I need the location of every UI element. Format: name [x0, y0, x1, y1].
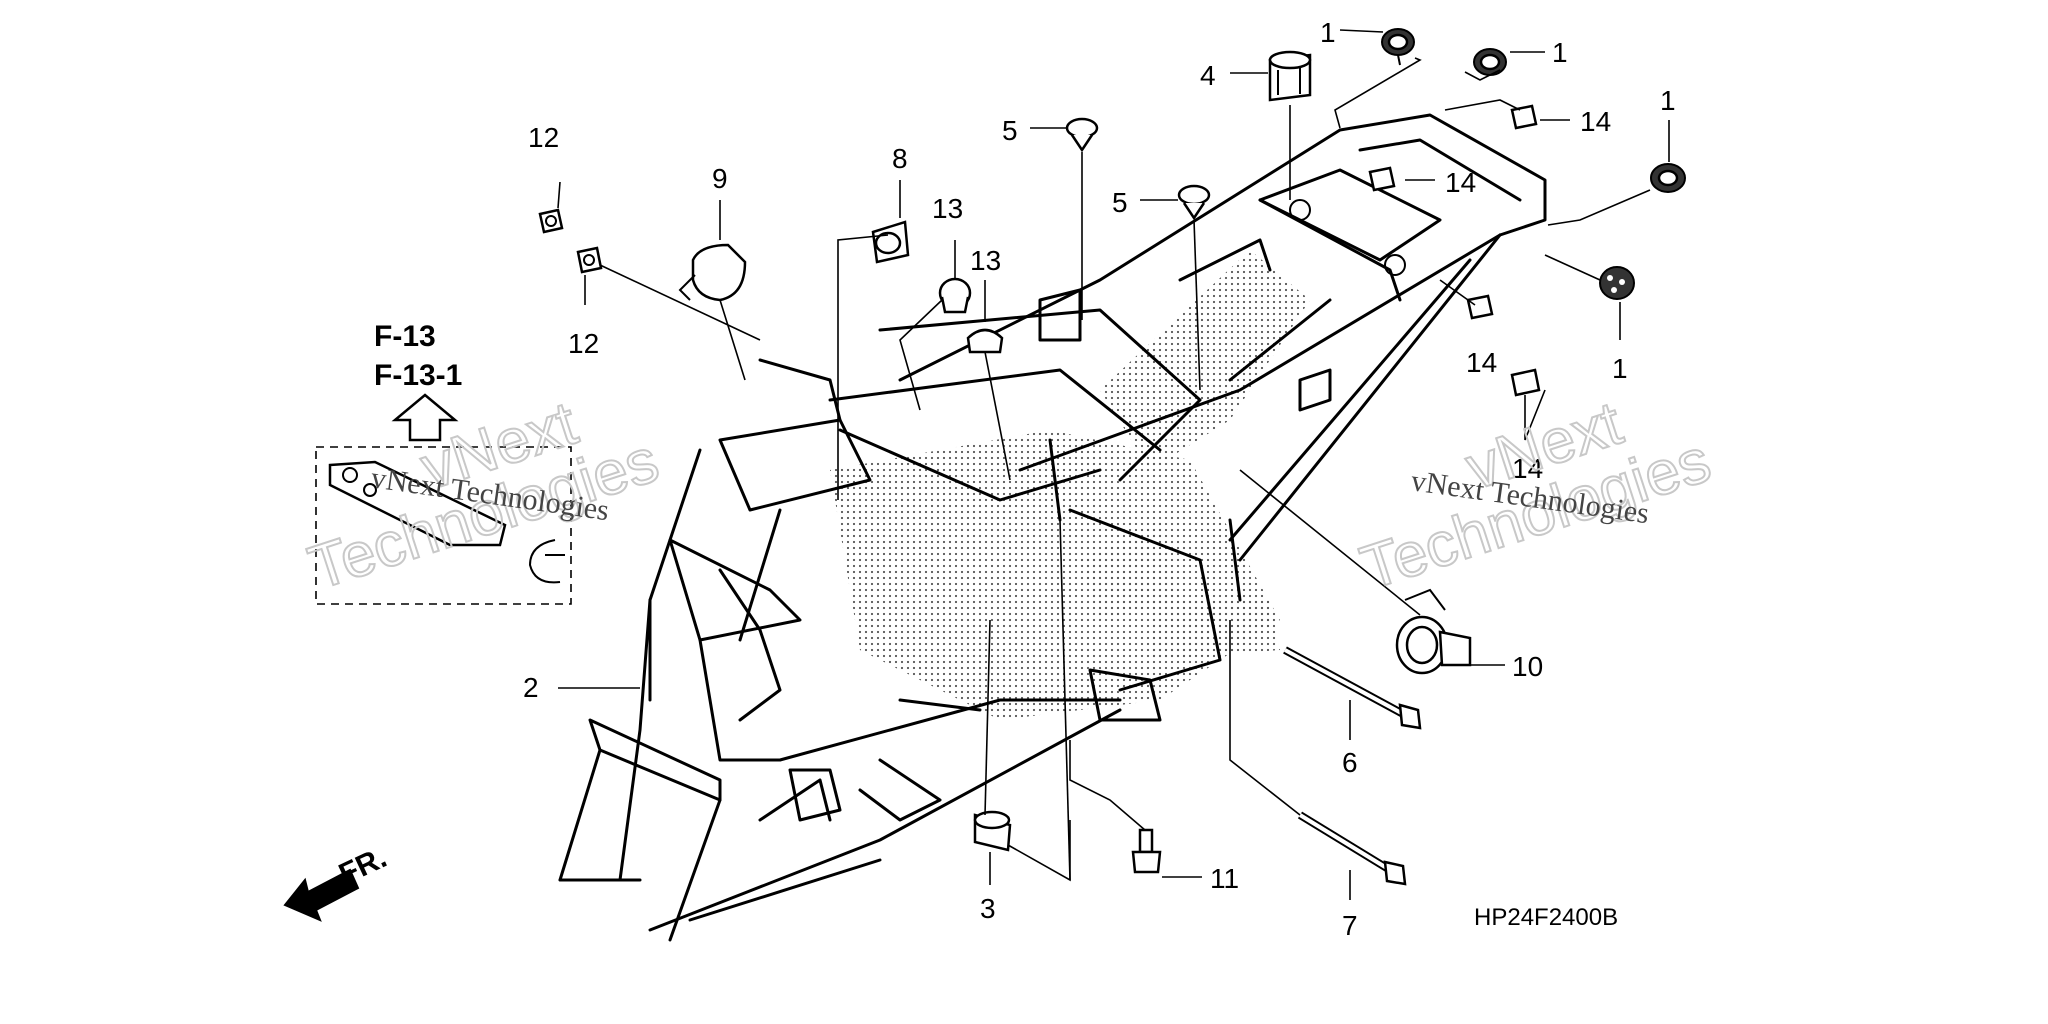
- part-14-nut: [1466, 294, 1494, 320]
- callout-12: 12: [528, 122, 559, 153]
- reference-label: F-13: [374, 320, 436, 353]
- callout-11: 11: [1210, 863, 1239, 894]
- part-4-nut: [1268, 50, 1312, 102]
- callout-4: 4: [1200, 60, 1216, 91]
- callout-1: 1: [1552, 37, 1568, 68]
- callout-14: 14: [1580, 106, 1611, 137]
- callout-5: 5: [1112, 187, 1128, 218]
- part-1-grommet: [1650, 163, 1686, 193]
- callout-10: 10: [1512, 651, 1543, 682]
- callout-14: 14: [1466, 347, 1497, 378]
- callout-8: 8: [892, 143, 908, 174]
- part-14-nut: [1510, 104, 1538, 130]
- callout-12: 12: [568, 328, 599, 359]
- part-5-clip: [1065, 117, 1099, 153]
- part-6-bolt: [1283, 646, 1422, 730]
- inset-box: [315, 446, 572, 605]
- part-12-nut: [538, 208, 564, 234]
- callout-3: 3: [980, 893, 996, 924]
- callout-7: 7: [1342, 910, 1358, 941]
- part-1-grommet: [1599, 266, 1635, 300]
- callout-13: 13: [932, 193, 963, 224]
- callout-1: 1: [1660, 85, 1676, 116]
- part-13-cap: [938, 277, 972, 314]
- part-14-nut: [1368, 166, 1396, 192]
- part-7-bolt: [1297, 811, 1407, 886]
- callout-9: 9: [712, 163, 728, 194]
- part-13-cap: [966, 328, 1004, 354]
- part-10-bracket: [1395, 588, 1472, 675]
- callout-1: 1: [1612, 353, 1628, 384]
- callout-labels: 1 1 1 1 2 3 4 5 5 6 7 8 9 10 11 12 12 13…: [523, 17, 1676, 941]
- part-14-nut: [1510, 368, 1541, 397]
- part-8-clamp: [871, 220, 910, 264]
- frame-shading: [830, 250, 1310, 720]
- callout-14: 14: [1445, 167, 1476, 198]
- callout-2: 2: [523, 672, 539, 703]
- callout-14: 14: [1512, 453, 1543, 484]
- callout-6: 6: [1342, 747, 1358, 778]
- part-1-grommet: [1473, 48, 1507, 76]
- part-3-collar: [973, 810, 1012, 852]
- diagram-code: HP24F2400B: [1474, 904, 1618, 931]
- callout-13: 13: [970, 245, 1001, 276]
- leader-lines: [557, 29, 1670, 900]
- watermark-right: vNext Technologies vNext Technologies: [1352, 388, 1720, 605]
- part-9-clamp: [678, 243, 747, 302]
- reference-arrow: [391, 393, 459, 442]
- frame-body: [558, 113, 1547, 942]
- part-5-clip: [1177, 184, 1211, 221]
- reference-label: F-13-1: [374, 359, 462, 392]
- part-1-grommet: [1381, 28, 1415, 66]
- front-arrow-icon: [283, 868, 360, 922]
- part-11-bolt: [1131, 828, 1162, 874]
- callout-5: 5: [1002, 115, 1018, 146]
- part-12-nut: [576, 246, 761, 341]
- callout-1: 1: [1320, 17, 1336, 48]
